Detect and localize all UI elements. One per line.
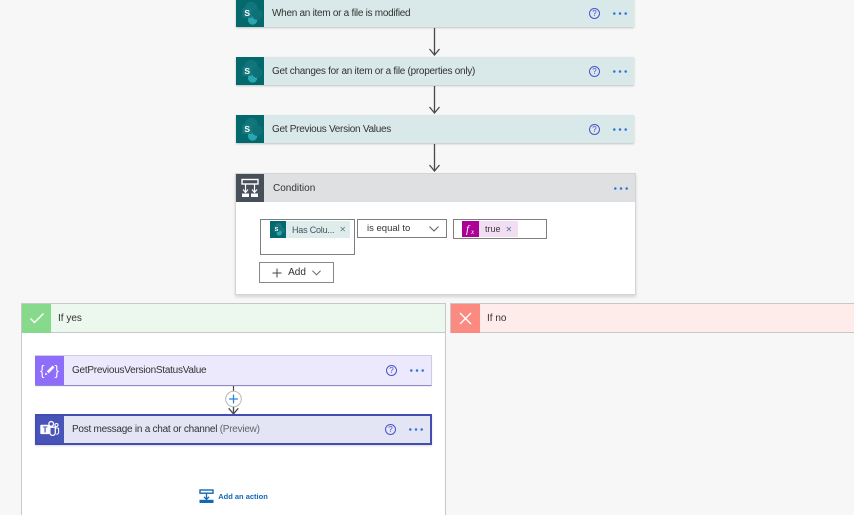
- svg-text:f: f: [466, 224, 471, 236]
- svg-text:T: T: [43, 426, 48, 435]
- svg-text:}: }: [55, 363, 60, 378]
- svg-text:{: {: [40, 363, 45, 378]
- svg-text:S: S: [275, 227, 279, 233]
- svg-text:x: x: [470, 228, 475, 235]
